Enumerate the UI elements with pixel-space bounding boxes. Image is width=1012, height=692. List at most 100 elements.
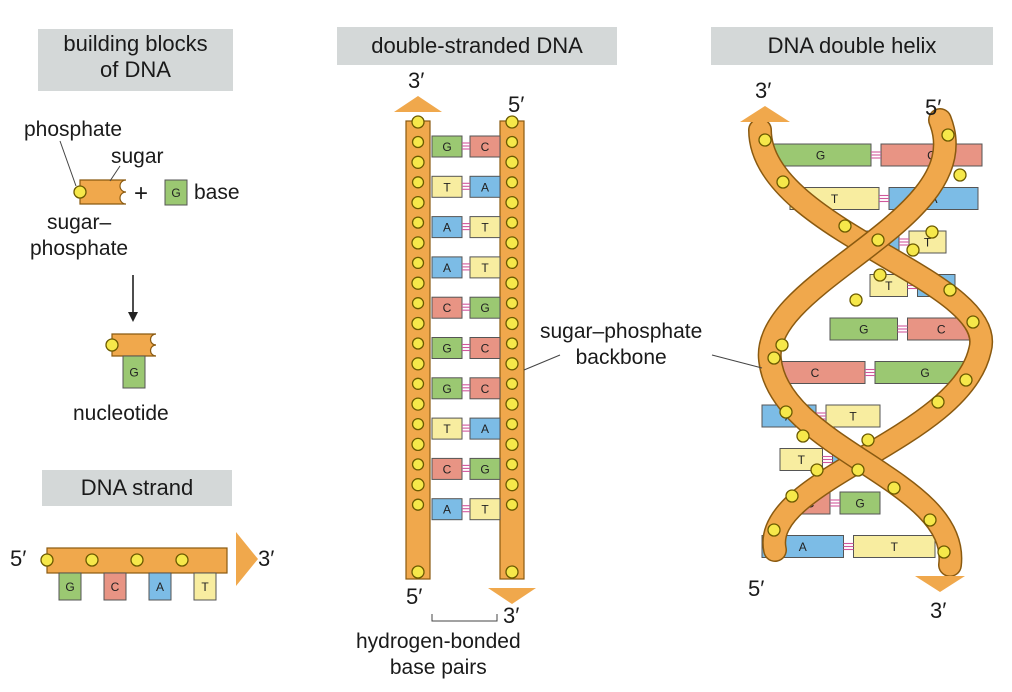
header-double-helix: DNA double helix [711, 27, 993, 65]
left-phosphate [411, 115, 425, 129]
helix-top-3-prime-end: 3′ [755, 78, 772, 103]
right-phosphate [505, 478, 519, 492]
helix-right-base-letter: C [937, 323, 946, 337]
helix-phosphate [887, 481, 901, 495]
helix-phosphate [941, 128, 955, 142]
phosphate-circle [73, 185, 87, 199]
strand-base-letter: A [156, 580, 164, 594]
right-phosphate [505, 437, 519, 452]
ds-left-base-letter: C [443, 462, 452, 476]
right-phosphate [505, 155, 519, 169]
left-phosphate [411, 565, 425, 579]
helix-phosphate [871, 233, 885, 247]
ds-left-base-letter: T [443, 422, 451, 436]
sugar-label: sugar [111, 145, 164, 168]
right-phosphate [505, 458, 519, 471]
helix-bottom-arrow [915, 576, 965, 592]
helix-left-base-letter: G [859, 323, 868, 337]
sugar-shape [79, 179, 127, 205]
ds-left-base-letter: A [443, 221, 451, 235]
ds-top-3-prime-end: 3′ [408, 68, 425, 93]
backbone-leader [523, 354, 561, 371]
helix-phosphate [767, 351, 781, 365]
left-phosphate [411, 195, 425, 210]
right-phosphate [505, 297, 519, 310]
helix-bottom-5-prime-end: 5′ [748, 576, 765, 601]
hydrogen-bonded-label: hydrogen-bonded base pairs [356, 630, 521, 679]
helix-right-base-letter: T [849, 410, 857, 424]
left-phosphate [411, 155, 425, 169]
helix-phosphate [966, 315, 980, 329]
helix-left-base-letter: C [811, 366, 820, 380]
strand-base-box [58, 572, 82, 601]
right-phosphate [505, 498, 519, 511]
helix-phosphate [925, 225, 939, 239]
helix-phosphate [775, 338, 789, 352]
base-label: base [194, 181, 240, 204]
strand-phosphate [40, 553, 54, 567]
strand-arrow [236, 532, 258, 586]
backbone-label: sugar–phosphate backbone [540, 320, 703, 369]
helix-phosphate [838, 219, 852, 233]
top-arrow [394, 96, 442, 112]
nucleotide-base-box [122, 355, 146, 389]
header-double-stranded: double-stranded DNA [337, 27, 617, 65]
helix-phosphate [931, 395, 945, 409]
ds-left-base-letter: G [442, 382, 451, 396]
strand-base-box [148, 572, 172, 601]
ds-left-base-letter: T [443, 180, 451, 194]
right-phosphate [505, 176, 519, 189]
left-phosphate [411, 458, 425, 471]
ds-left-base-letter: A [443, 261, 451, 275]
strand-3-prime-end: 3′ [258, 546, 275, 571]
helix-top-arrow [740, 106, 790, 122]
helix-left-base-letter: A [799, 540, 807, 554]
right-phosphate [505, 115, 519, 129]
helix-phosphate [943, 283, 957, 297]
helix-phosphate [953, 168, 967, 182]
right-phosphate [505, 276, 519, 290]
left-phosphate [411, 176, 425, 189]
right-phosphate [505, 236, 519, 250]
left-phosphate [411, 397, 425, 411]
phosphate-leader [59, 140, 77, 187]
right-phosphate [505, 397, 519, 411]
ds-right-base-letter: T [481, 503, 489, 517]
helix-backbone-leader [711, 354, 763, 369]
strand-phosphate [175, 553, 189, 567]
phosphate-label: phosphate [24, 118, 123, 141]
helix-strand-a [749, 119, 992, 561]
strand-base-letter: T [201, 580, 209, 594]
left-phosphate [411, 316, 425, 331]
sugar-leader [109, 165, 121, 182]
right-phosphate [505, 357, 519, 371]
helix-phosphate [861, 433, 875, 447]
left-phosphate [411, 357, 425, 371]
left-phosphate [411, 297, 425, 310]
ds-right-base-letter: C [481, 140, 490, 154]
nucleotide-phosphate [105, 338, 119, 352]
strand-base-box [103, 572, 127, 601]
base-block-letter: G [171, 186, 180, 200]
left-phosphate [411, 216, 425, 229]
ds-left-base-letter: C [443, 301, 452, 315]
left-phosphate [411, 135, 425, 149]
pair-bracket [431, 614, 498, 622]
ds-right-base-letter: C [481, 342, 490, 356]
left-phosphate [411, 498, 425, 511]
left-phosphate [411, 276, 425, 290]
helix-phosphate [785, 489, 799, 503]
double-helix-art: GCTAATTAGCCGATTACGAT [711, 106, 994, 592]
nucleotide-label: nucleotide [73, 402, 169, 425]
ds-right-base-letter: C [481, 382, 490, 396]
strand-5-prime-end: 5′ [10, 546, 27, 571]
ds-right-base-letter: T [481, 261, 489, 275]
right-phosphate [505, 135, 519, 149]
helix-phosphate [776, 175, 790, 189]
building-blocks-art: GG [59, 140, 188, 389]
strand-base-letter: G [65, 580, 74, 594]
helix-phosphate [923, 513, 937, 527]
